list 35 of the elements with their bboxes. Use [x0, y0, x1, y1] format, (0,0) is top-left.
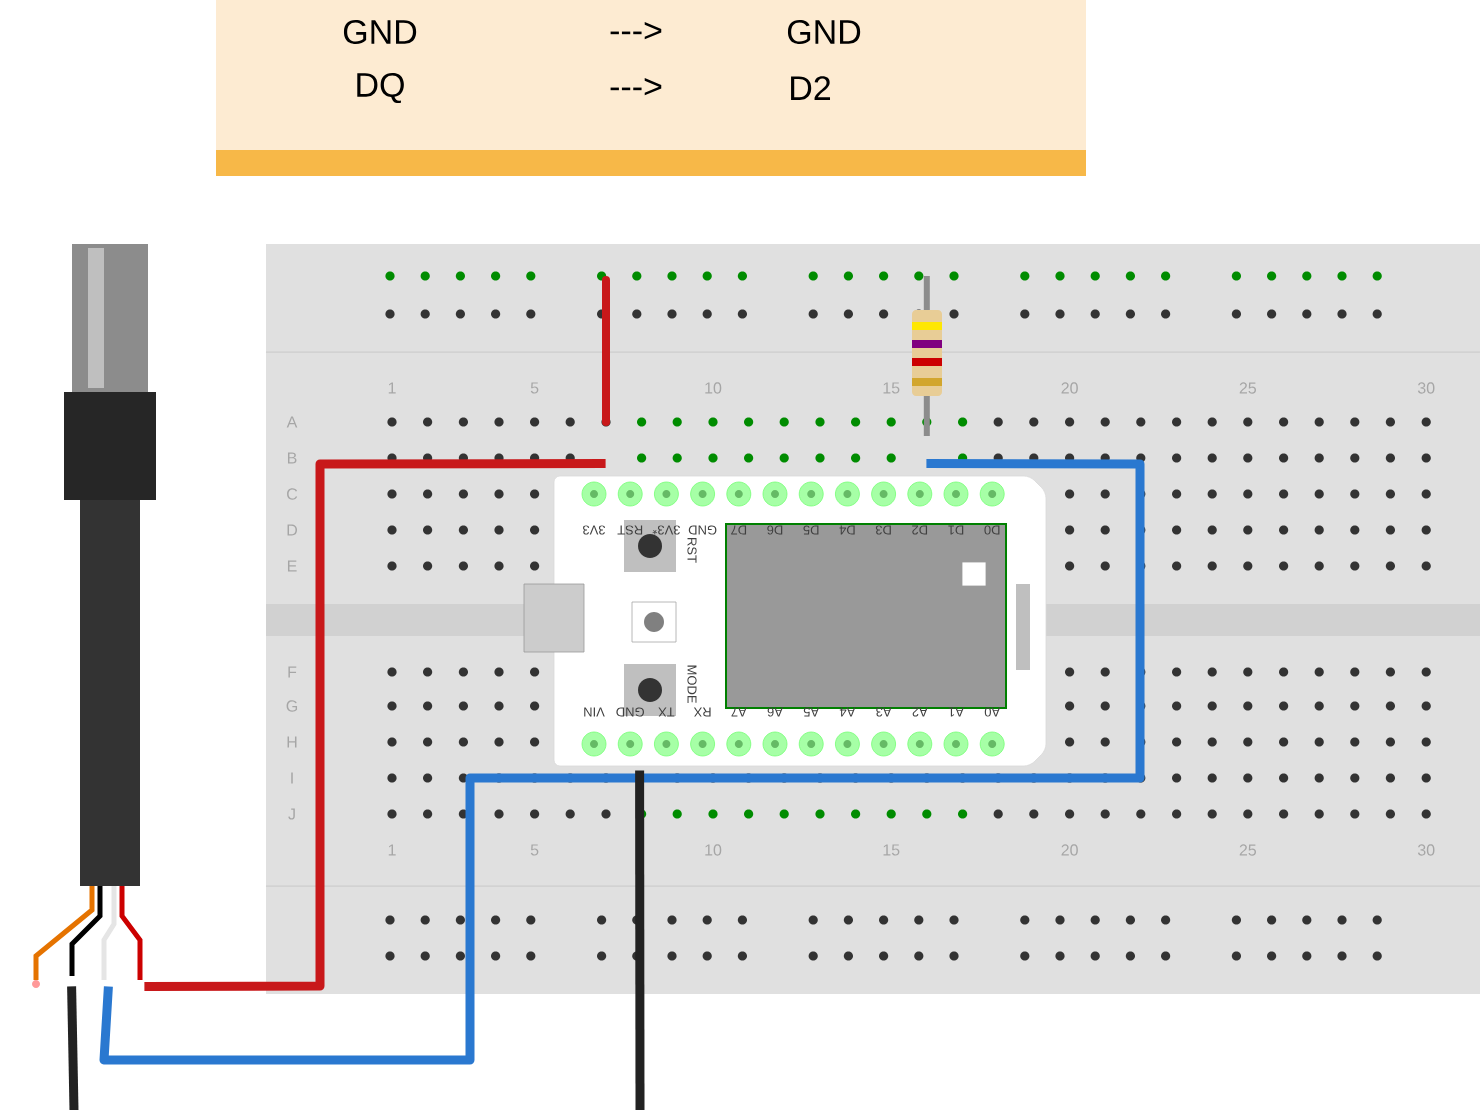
row-letter: C [287, 488, 298, 500]
connection-text: D2 [791, 76, 830, 100]
column-number: 20 [1061, 382, 1078, 394]
temperature-sensor-drawing [32, 244, 156, 988]
row-letter: A [286, 416, 298, 428]
column-number: 30 [1417, 844, 1435, 856]
column-number: 25 [1239, 382, 1256, 394]
column-number: 15 [883, 844, 900, 856]
column-number: 15 [883, 382, 900, 394]
column-number: 1 [388, 382, 396, 394]
column-number: 20 [1061, 844, 1078, 856]
row-letter: H [287, 736, 297, 748]
row-letter: D [287, 524, 297, 536]
column-number: 10 [705, 382, 722, 394]
row-letter: B [288, 452, 297, 464]
row-letter: E [288, 560, 297, 572]
wire [635, 770, 645, 1110]
column-number: 5 [530, 382, 539, 394]
column-number: 5 [530, 844, 539, 856]
row-letter: F [288, 666, 297, 678]
column-number: 25 [1239, 844, 1256, 856]
connection-text: ---> [610, 22, 662, 40]
wire [67, 986, 79, 1110]
column-number: 30 [1417, 382, 1435, 394]
microcontroller-board-drawing [523, 475, 1047, 767]
wire [99, 459, 1145, 1065]
connection-text: GND [343, 19, 417, 45]
wire [144, 459, 606, 991]
connection-text: DQ [357, 72, 404, 104]
connection-text: ---> [610, 78, 662, 96]
row-letter: J [288, 808, 295, 820]
column-number: 10 [705, 844, 722, 856]
row-letter: G [286, 700, 298, 712]
column-number: 1 [388, 844, 396, 856]
connection-text: GND [787, 19, 861, 45]
